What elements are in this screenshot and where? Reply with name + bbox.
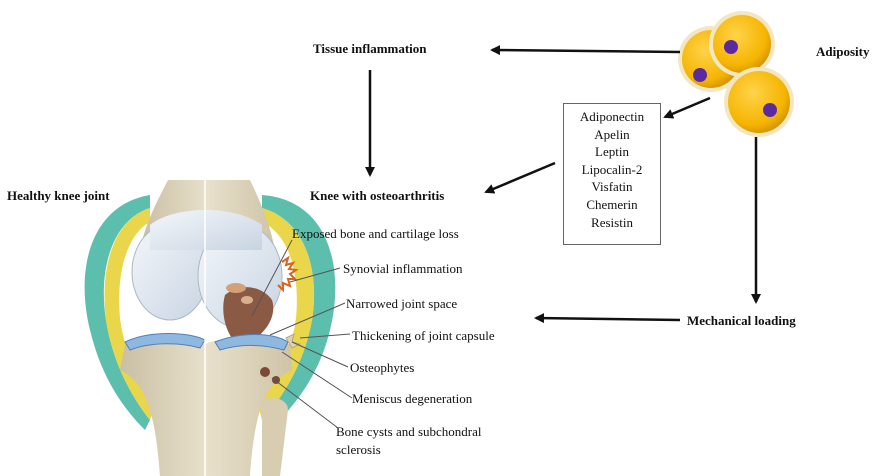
arrow-adipokines-to-knee — [486, 163, 555, 192]
arrow-adiposity-to-tissue-inflammation — [492, 50, 680, 52]
feature-synovial-inflammation: Synovial inflammation — [343, 261, 463, 277]
arrow-mechanical-loading-to-knee — [536, 318, 680, 320]
adipocyte-nucleus — [693, 68, 707, 82]
adipokine-item: Apelin — [564, 126, 660, 144]
feature-exposed-bone: Exposed bone and cartilage loss — [292, 226, 459, 242]
label-healthy-knee: Healthy knee joint — [7, 188, 110, 204]
feature-meniscus-degeneration: Meniscus degeneration — [352, 391, 472, 407]
adipokine-item: Chemerin — [564, 196, 660, 214]
feature-thickening-capsule: Thickening of joint capsule — [352, 328, 495, 344]
adipokine-item: Resistin — [564, 214, 660, 232]
arrow-adiposity-to-adipokines — [665, 98, 710, 117]
adipokine-item: Leptin — [564, 143, 660, 161]
adipocyte-nucleus — [763, 103, 777, 117]
adipokine-list-box: Adiponectin Apelin Leptin Lipocalin-2 Vi… — [563, 103, 661, 245]
adipokine-item: Lipocalin-2 — [564, 161, 660, 179]
feature-sclerosis: sclerosis — [336, 442, 381, 458]
label-adiposity: Adiposity — [816, 44, 869, 60]
adipocyte-cluster — [678, 11, 794, 137]
label-tissue-inflammation: Tissue inflammation — [313, 41, 427, 57]
adipocyte-3 — [724, 67, 794, 137]
label-mechanical-loading: Mechanical loading — [687, 313, 796, 329]
feature-narrowed-joint-space: Narrowed joint space — [346, 296, 457, 312]
adipokine-item: Visfatin — [564, 178, 660, 196]
adipocyte-2 — [709, 11, 775, 77]
knee-illustration — [85, 180, 336, 476]
feature-osteophytes: Osteophytes — [350, 360, 414, 376]
adipocyte-nucleus — [724, 40, 738, 54]
fibula — [262, 398, 288, 476]
adipokine-item: Adiponectin — [564, 108, 660, 126]
feature-bone-cysts: Bone cysts and subchondral — [336, 424, 482, 440]
bone-cyst — [260, 367, 270, 377]
label-knee-osteoarthritis: Knee with osteoarthritis — [310, 188, 444, 204]
